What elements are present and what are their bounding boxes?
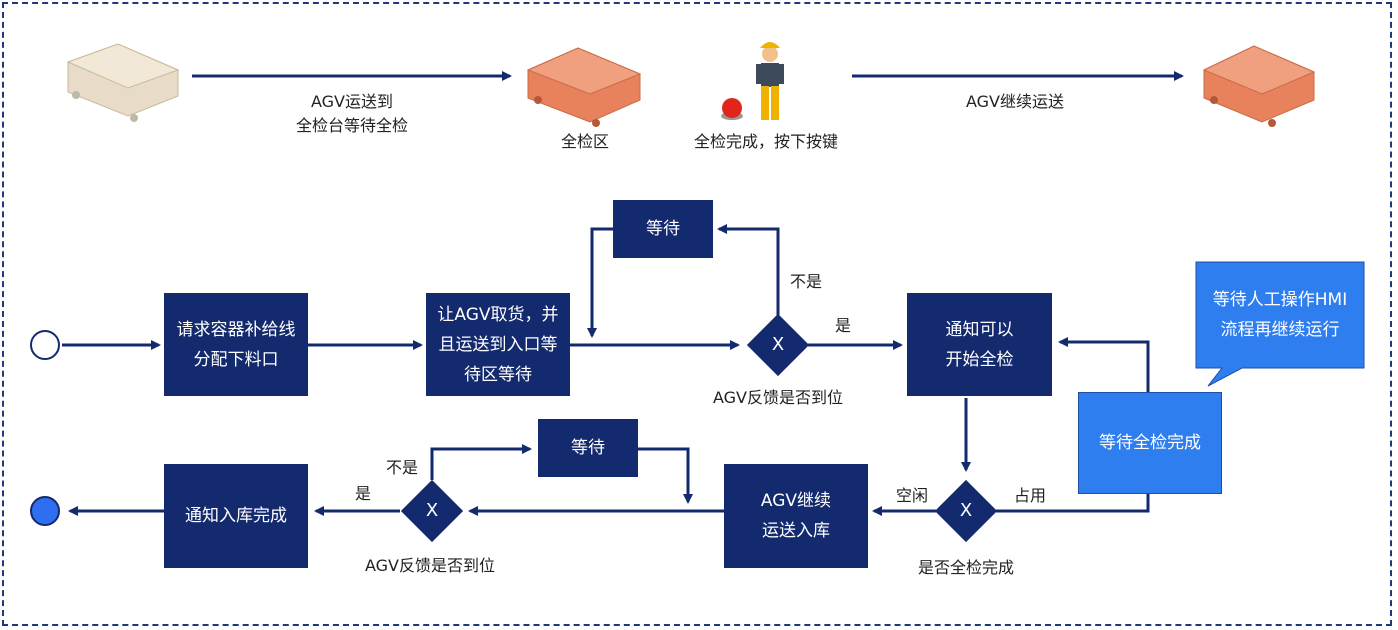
label-full-check-zone: 全检区 (560, 132, 609, 151)
worker-icon (756, 42, 784, 120)
label-transport-to-station: AGV运送到 全检台等待全检 (295, 92, 408, 135)
gate1-label: AGV反馈是否到位 (712, 388, 843, 407)
agv-orange-icon (526, 47, 642, 127)
gateway-x-label: X (771, 334, 785, 355)
edge-label-no: 不是 (789, 272, 822, 291)
gateway-x-label: X (425, 500, 439, 521)
gate2-label: 是否全检完成 (917, 558, 1014, 577)
edge-label-idle: 空闲 (895, 486, 928, 505)
box-wait-bottom: 等待 (538, 419, 638, 477)
gateway-x-label: X (959, 500, 973, 521)
box-wait-top: 等待 (613, 200, 713, 258)
box-agv-pickup: 让AGV取货，并 且运送到入口等 待区等待 (426, 293, 570, 396)
box-request-line: 请求容器补给线 分配下料口 (164, 293, 308, 396)
callout-text: 等待人工操作HMI 流程再继续运行 (1212, 290, 1348, 340)
box-wait-check-done: 等待全检完成 (1078, 392, 1222, 494)
box-notify-start: 通知可以 开始全检 (907, 293, 1052, 396)
red-button-icon (721, 98, 743, 120)
label-continue-transport: AGV继续运送 (965, 92, 1064, 111)
end-event (30, 496, 60, 526)
agv-beige-icon (66, 43, 180, 122)
edge-label-occupied: 占用 (1013, 486, 1046, 505)
box-notify-done: 通知入库完成 (164, 464, 308, 568)
edge-label-yes: 是 (354, 484, 371, 503)
edge-label-yes: 是 (834, 316, 851, 335)
box-continue-storage: AGV继续 运送入库 (724, 464, 868, 568)
label-check-done-press: 全检完成，按下按键 (693, 132, 838, 151)
edge-label-no: 不是 (385, 458, 418, 477)
agv-orange-icon (1202, 45, 1316, 127)
start-event (30, 330, 60, 360)
callout-bubble (1195, 261, 1365, 387)
gate3-label: AGV反馈是否到位 (364, 556, 495, 575)
